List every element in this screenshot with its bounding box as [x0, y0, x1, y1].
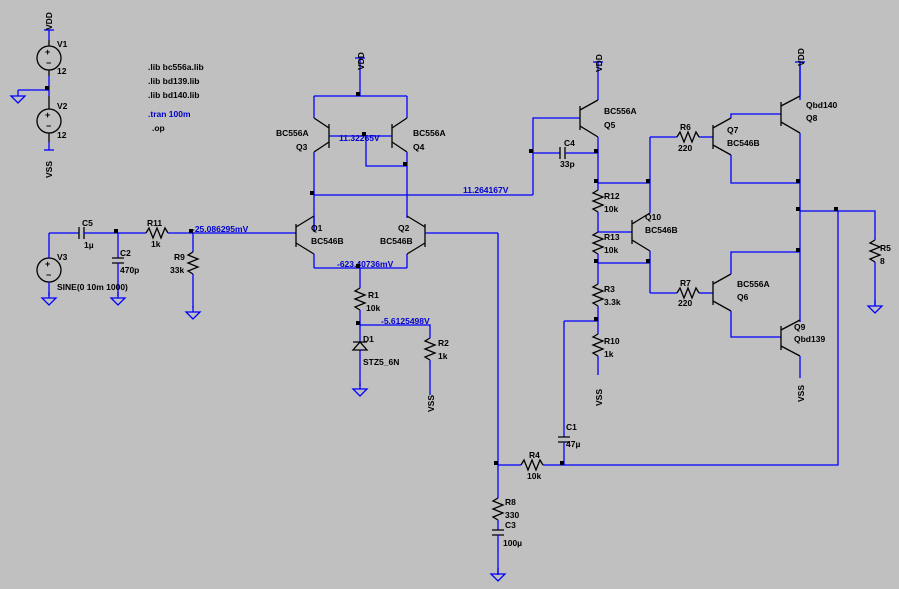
v1-name: V1 [57, 39, 68, 49]
r13-value: 10k [604, 245, 618, 255]
output-stage [676, 61, 883, 378]
q8-value: Qbd140 [806, 100, 837, 110]
junction-dots [45, 86, 838, 465]
r12-name: R12 [604, 191, 620, 201]
node-voltage-zener: -5.6125498V [381, 316, 430, 326]
node-voltage-tail: -623.40736mV [337, 259, 394, 269]
c1-value: 47µ [566, 439, 580, 449]
r8-value: 330 [505, 510, 519, 520]
r5-name: R5 [880, 243, 891, 253]
v2-name: V2 [57, 101, 68, 111]
q3-name: Q3 [296, 142, 308, 152]
q2-value: BC546B [380, 236, 413, 246]
vas-and-bias [532, 61, 677, 375]
diff-pair-and-mirror [295, 57, 533, 397]
feedback-network [490, 211, 839, 582]
q4-value: BC556A [413, 128, 446, 138]
c5-name: C5 [82, 218, 93, 228]
q9-name: Q9 [794, 322, 806, 332]
c1-name: C1 [566, 422, 577, 432]
r9-name: R9 [174, 252, 185, 262]
r6-value: 220 [678, 143, 692, 153]
c2-name: C2 [120, 248, 131, 258]
node-voltage-q1-base: -25.086295mV [192, 224, 249, 234]
v3-name: V3 [57, 252, 68, 262]
r3-value: 3.3k [604, 297, 621, 307]
r7-name: R7 [680, 278, 691, 288]
c5-value: 1µ [84, 240, 94, 250]
vdd-label-out: VDD [796, 48, 806, 66]
r13-name: R13 [604, 232, 620, 242]
directive-lib-bc556a: .lib bc556a.lib [148, 62, 204, 72]
r12-value: 10k [604, 204, 618, 214]
directive-lib-bd139: .lib bd139.lib [148, 76, 199, 86]
c4-name: C4 [564, 138, 575, 148]
q4-name: Q4 [413, 142, 425, 152]
v3-value: SINE(0 10m 1000) [57, 282, 128, 292]
q3-value: BC556A [276, 128, 309, 138]
r9-value: 33k [170, 265, 184, 275]
node-voltage-vas: 11.264167V [463, 185, 509, 195]
r8-name: R8 [505, 497, 516, 507]
node-voltage-mirror: 11.32265V [339, 133, 380, 143]
svg-text:−: − [46, 270, 51, 280]
vss-label-v2: VSS [44, 161, 54, 178]
v1-value: 12 [57, 66, 67, 76]
q6-name: Q6 [737, 292, 749, 302]
q1-name: Q1 [311, 223, 323, 233]
d1-name: D1 [363, 334, 374, 344]
vss-label-r2: VSS [426, 395, 436, 412]
r2-name: R2 [438, 338, 449, 348]
c2-value: 470p [120, 265, 139, 275]
r2-value: 1k [438, 351, 448, 361]
r3-name: R3 [604, 284, 615, 294]
q1-value: BC546B [311, 236, 344, 246]
svg-text:+: + [45, 259, 50, 269]
vss-label-vas: VSS [594, 389, 604, 406]
input-network: + − [36, 226, 296, 320]
r11-value: 1k [151, 239, 161, 249]
c3-value: 100µ [503, 538, 522, 548]
r10-name: R10 [604, 336, 620, 346]
vdd-label-vas: VDD [594, 54, 604, 72]
q6-value: BC556A [737, 279, 770, 289]
svg-text:+: + [45, 47, 50, 57]
c3-name: C3 [505, 520, 516, 530]
directive-tran: .tran 100m [148, 109, 191, 119]
r7-value: 220 [678, 298, 692, 308]
vdd-label-mirror: VDD [356, 52, 366, 70]
q9-value: Qbd139 [794, 334, 825, 344]
r4-name: R4 [529, 450, 540, 460]
svg-text:−: − [46, 58, 51, 68]
v2-value: 12 [57, 130, 67, 140]
r10-value: 1k [604, 349, 614, 359]
r4-value: 10k [527, 471, 541, 481]
supply-sources: VDD + − + − VSS [10, 12, 62, 178]
q7-value: BC546B [727, 138, 760, 148]
r1-value: 10k [366, 303, 380, 313]
q5-value: BC556A [604, 106, 637, 116]
svg-text:+: + [45, 110, 50, 120]
d1-value: STZ5_6N [363, 357, 399, 367]
q7-name: Q7 [727, 125, 739, 135]
r11-name: R11 [147, 218, 162, 228]
vdd-label-v1: VDD [44, 12, 54, 30]
c4-value: 33p [560, 159, 575, 169]
q2-name: Q2 [398, 223, 410, 233]
r6-name: R6 [680, 122, 691, 132]
q5-name: Q5 [604, 120, 616, 130]
directive-lib-bd140: .lib bd140.lib [148, 90, 199, 100]
svg-text:−: − [46, 121, 51, 131]
q8-name: Q8 [806, 113, 818, 123]
q10-value: BC546B [645, 225, 678, 235]
q10-name: Q10 [645, 212, 661, 222]
directive-op: .op [152, 123, 165, 133]
r1-name: R1 [368, 290, 379, 300]
r5-value: 8 [880, 256, 885, 266]
vss-label-out: VSS [796, 385, 806, 402]
